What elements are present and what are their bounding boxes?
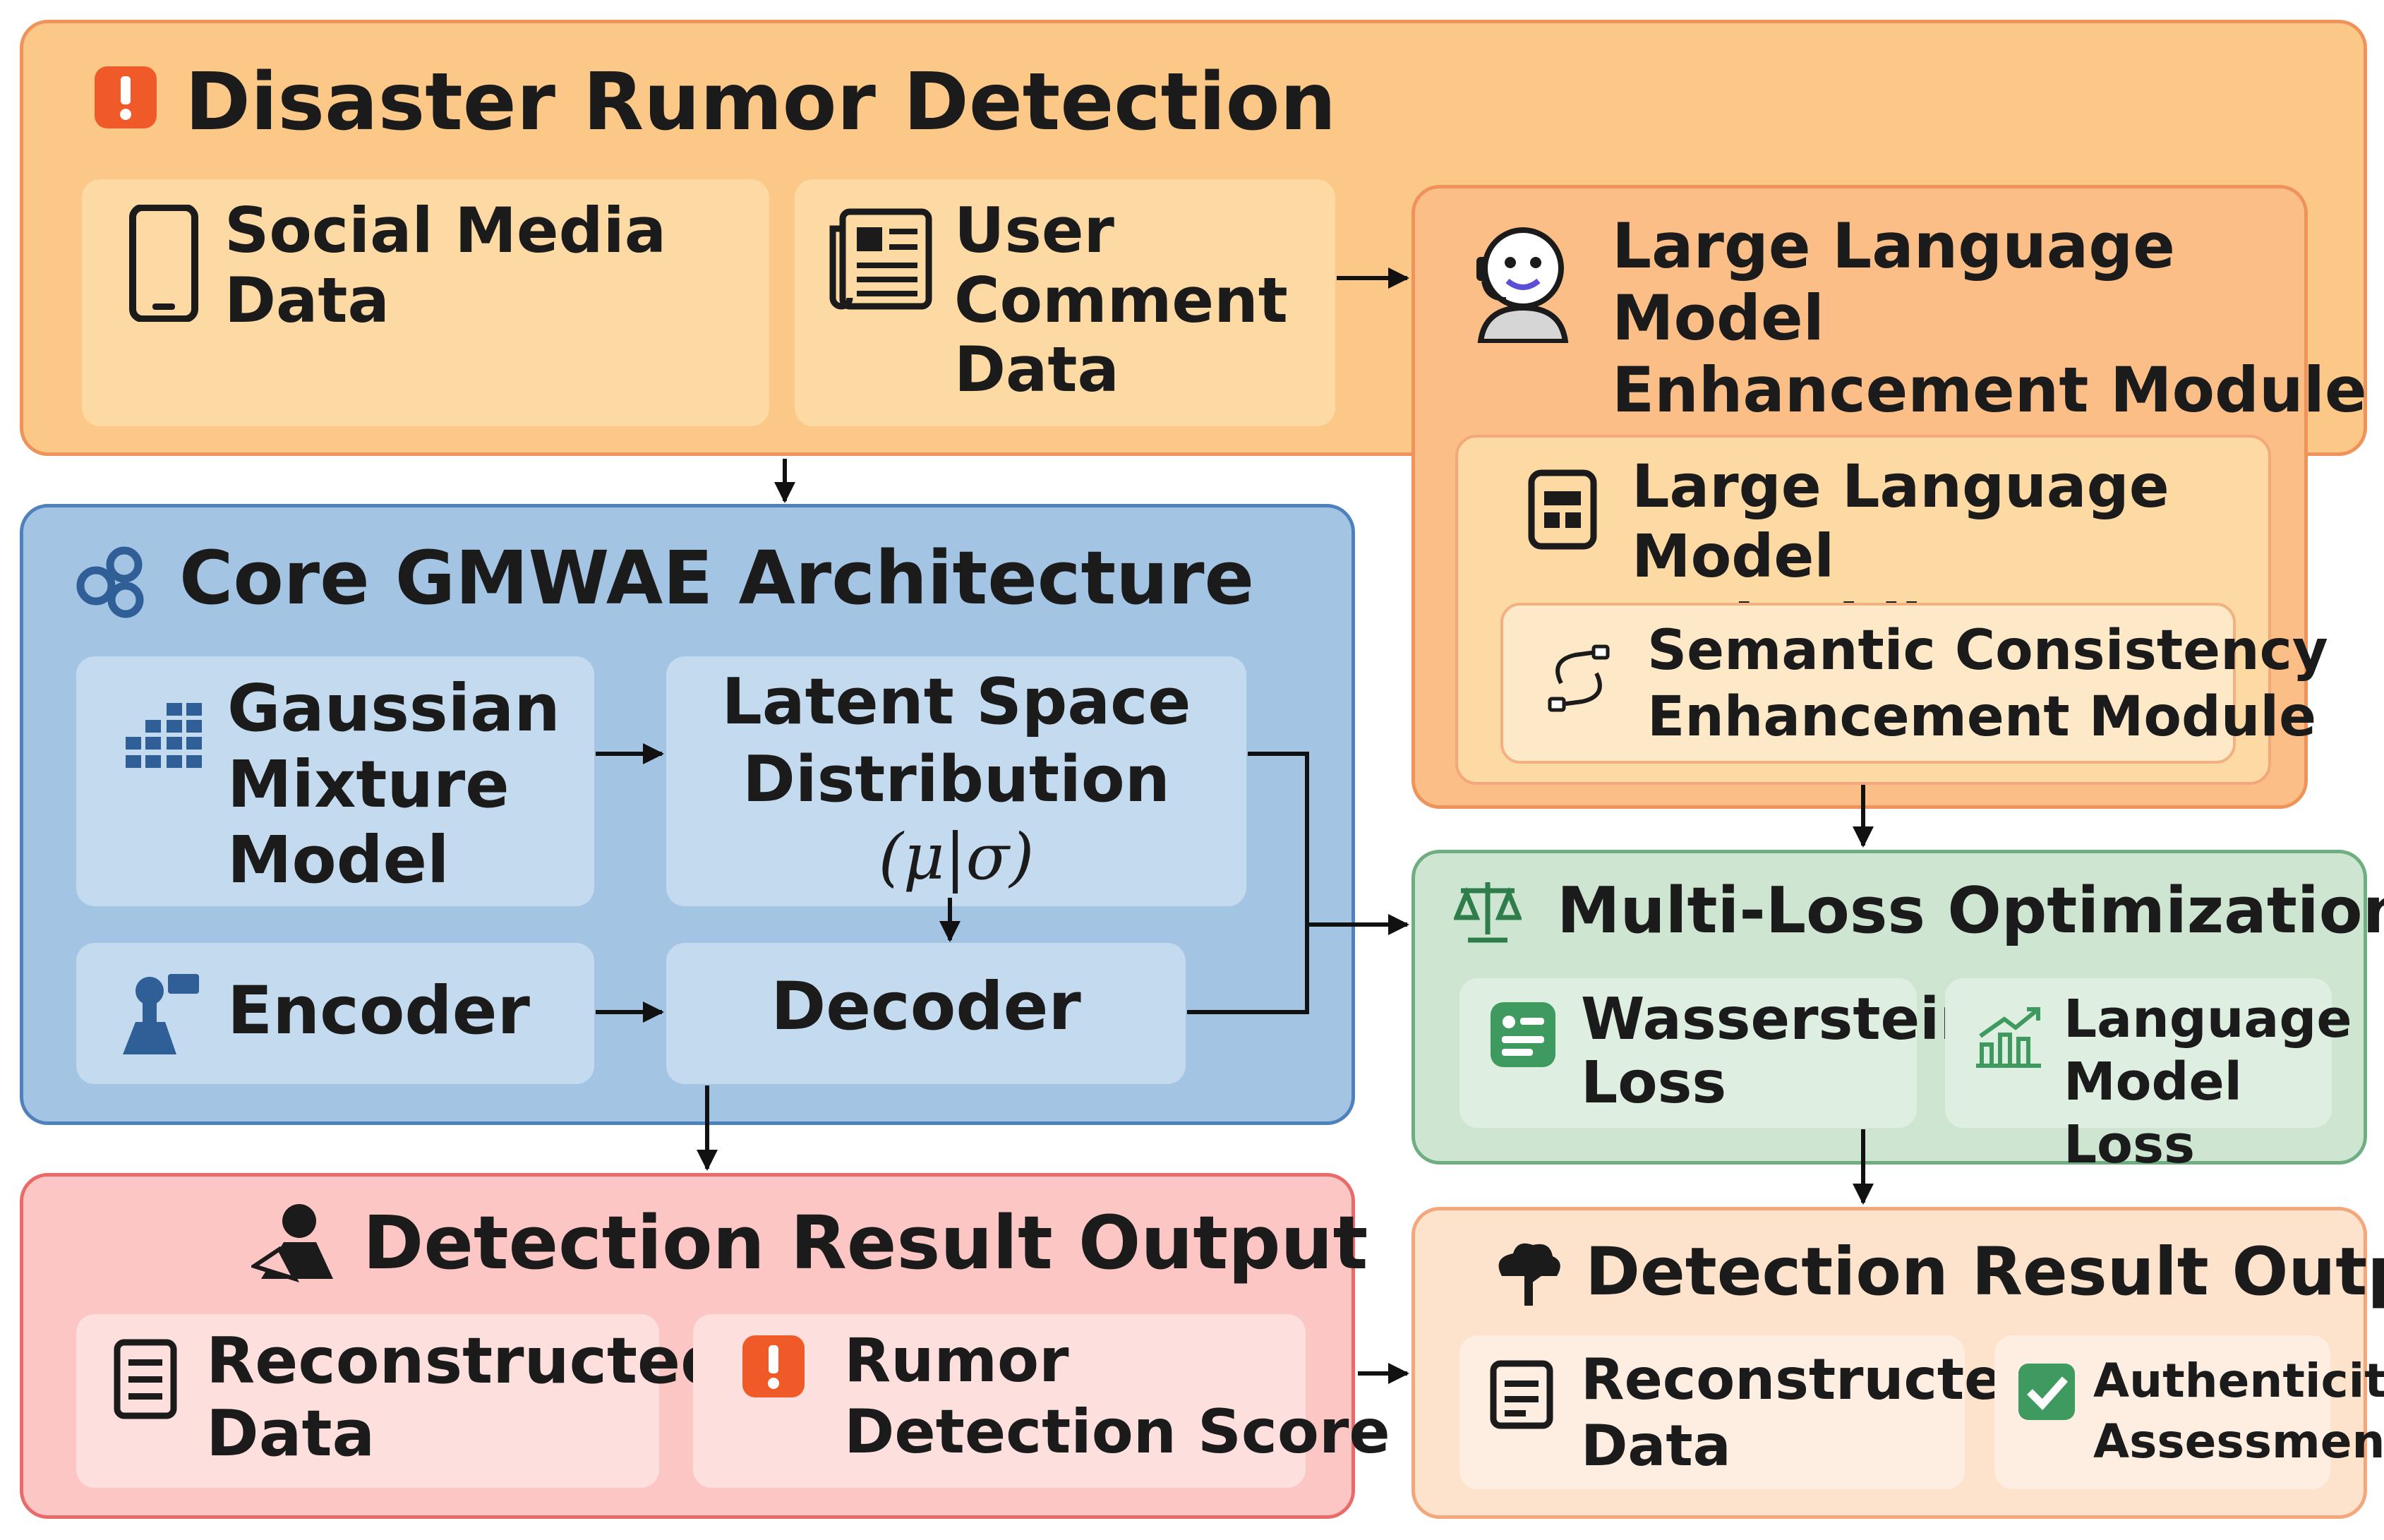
encoder-icon <box>119 971 203 1057</box>
lm-loss-label: Language Model Loss <box>2064 988 2384 1176</box>
social-media-line1: Social Media <box>224 194 667 267</box>
disaster-title: Disaster Rumor Detection <box>185 56 1337 148</box>
latent-line1: Latent Space <box>721 665 1191 739</box>
output-right-title: Detection Result Output <box>1585 1234 2384 1311</box>
llm-title-line2: Enhancement Module <box>1612 354 2367 427</box>
semantic-line2: Enhancement Module <box>1647 685 2316 749</box>
output-left-title: Detection Result Output <box>363 1200 1368 1286</box>
robot-icon <box>1469 216 1575 344</box>
llm-title-line1: Large Language Model <box>1612 210 2175 355</box>
user-comment-line2: Comment <box>954 263 1288 337</box>
gmm-label: Gaussian Mixture Model <box>227 670 560 898</box>
document-icon <box>113 1338 178 1420</box>
user-comment-card <box>795 179 1335 426</box>
molecule-icon <box>73 542 151 620</box>
multi-loss-title: Multi-Loss Optimization La <box>1557 874 2384 948</box>
reconstructed-left-label: Reconstructed Data <box>206 1325 726 1470</box>
latent-label: Latent Space Distribution (μ|σ) <box>666 663 1246 896</box>
rumor-score-line1: Rumor <box>844 1325 1069 1396</box>
alert-icon <box>93 65 158 130</box>
embedding-icon <box>1527 469 1598 551</box>
reconstructed-right-line2: Data <box>1581 1413 1731 1479</box>
rumor-score-label: Rumor Detection Score <box>844 1325 1390 1469</box>
reconstructed-right-line1: Reconstructed <box>1581 1347 2043 1412</box>
social-media-label: Social Media Data <box>224 194 667 337</box>
core-title: Core GMWAE Architecture <box>179 535 1255 621</box>
wasserstein-label: Wasserstein Loss <box>1581 986 1981 1117</box>
newspaper-icon <box>827 207 933 311</box>
reconstructed-left-line1: Reconstructed <box>206 1324 726 1398</box>
semantic-line1: Semantic Consistency <box>1647 619 2328 682</box>
gmm-line2: Mixture <box>227 746 510 822</box>
user-comment-line1: User <box>954 194 1114 267</box>
reconstructed-right-label: Reconstructed Data <box>1581 1347 2043 1480</box>
list-icon <box>1489 1001 1557 1069</box>
tree-icon <box>1489 1237 1567 1307</box>
latent-line2: Distribution <box>742 742 1170 817</box>
wasserstein-line2: Loss <box>1581 1049 1727 1117</box>
encoder-card <box>76 943 594 1084</box>
multi-loss-title-main: Multi-Loss Optimization L <box>1557 874 2384 948</box>
person-icon <box>249 1200 339 1283</box>
gmm-line1: Gaussian <box>227 670 560 746</box>
authenticity-label: Authenticity Assessment <box>2093 1351 2384 1472</box>
phone-icon <box>128 204 199 323</box>
lm-loss-line1: Language <box>2064 989 2352 1049</box>
alert-icon <box>741 1334 806 1399</box>
latent-space-card <box>666 656 1246 906</box>
link-icon <box>1540 639 1618 717</box>
semantic-label: Semantic Consistency Enhancement Module <box>1647 618 2328 750</box>
llm-title: Large Language Model Enhancement Module <box>1612 210 2384 426</box>
chart-icon <box>1972 1004 2045 1070</box>
document-icon <box>1489 1359 1554 1430</box>
decoder-label: Decoder <box>771 968 1081 1045</box>
user-comment-label: User Comment Data <box>954 194 1288 407</box>
check-icon <box>2017 1362 2076 1421</box>
latent-line3: (μ|σ) <box>878 819 1035 894</box>
authenticity-line1: Authenticity <box>2093 1354 2384 1408</box>
social-media-line2: Data <box>224 263 390 337</box>
authenticity-line2: Assessment <box>2093 1414 2384 1469</box>
semantic-consistency-card <box>1500 603 2236 764</box>
encoder-label: Encoder <box>227 973 530 1049</box>
decoder-card <box>666 943 1186 1084</box>
gmm-card <box>76 656 594 906</box>
reconstructed-left-line2: Data <box>206 1396 375 1471</box>
user-comment-line3: Data <box>954 333 1119 407</box>
connector-latent-bracket <box>1187 752 1309 1014</box>
balance-icon <box>1452 878 1523 946</box>
wasserstein-line1: Wasserstein <box>1581 986 1981 1053</box>
grid-icon <box>124 702 203 772</box>
lm-loss-line2: Model Loss <box>2064 1051 2243 1175</box>
rumor-score-line2: Detection Score <box>844 1397 1390 1468</box>
embedding-line1: Large Language Model <box>1632 452 2169 591</box>
gmm-line3: Model <box>227 822 450 898</box>
